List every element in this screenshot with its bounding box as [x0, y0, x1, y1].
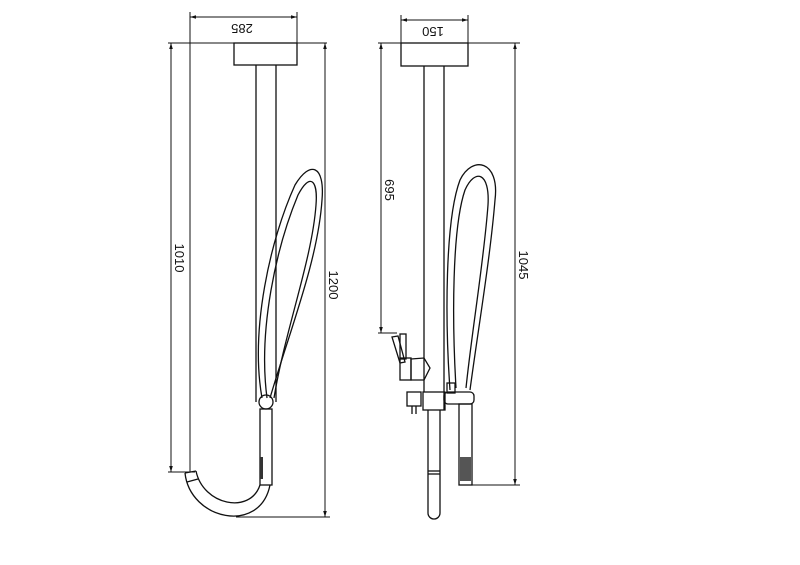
hand-shower-grille	[460, 457, 471, 481]
ceiling-plate	[233, 42, 298, 66]
hand-shower-handle	[458, 403, 473, 486]
rod	[255, 65, 277, 402]
hose-connector	[258, 394, 274, 410]
valve-knob	[406, 391, 422, 414]
dimension-label-1045: 1045	[516, 251, 531, 280]
height-dimension-1010: 1010	[168, 43, 195, 473]
hand-shower-handle	[259, 408, 273, 486]
hose-j-curve	[184, 470, 271, 517]
valve-body	[422, 391, 446, 411]
left-view: 285 1010 1200	[168, 12, 341, 518]
width-dimension-285: 285	[189, 12, 298, 472]
width-dimension-150: 150	[400, 15, 469, 43]
hose-loop	[446, 164, 497, 394]
right-view: 150 695 1045	[378, 15, 531, 520]
dimension-label-150: 150	[422, 24, 444, 39]
height-dimension-1045: 1045	[470, 43, 531, 486]
diverter-lever	[391, 333, 431, 381]
dimension-label-1010: 1010	[172, 244, 187, 273]
ceiling-plate	[400, 42, 469, 67]
hose-connector	[443, 391, 475, 405]
dimension-label-1200: 1200	[326, 271, 341, 300]
hand-shower-grille	[260, 457, 263, 479]
dimension-label-695: 695	[382, 179, 397, 201]
dimension-label-285: 285	[231, 21, 253, 36]
tub-spout	[427, 410, 441, 520]
hose-loop	[257, 168, 324, 399]
rod	[423, 66, 445, 410]
height-dimension-695: 695	[378, 43, 397, 334]
height-dimension-1200: 1200	[236, 43, 341, 518]
